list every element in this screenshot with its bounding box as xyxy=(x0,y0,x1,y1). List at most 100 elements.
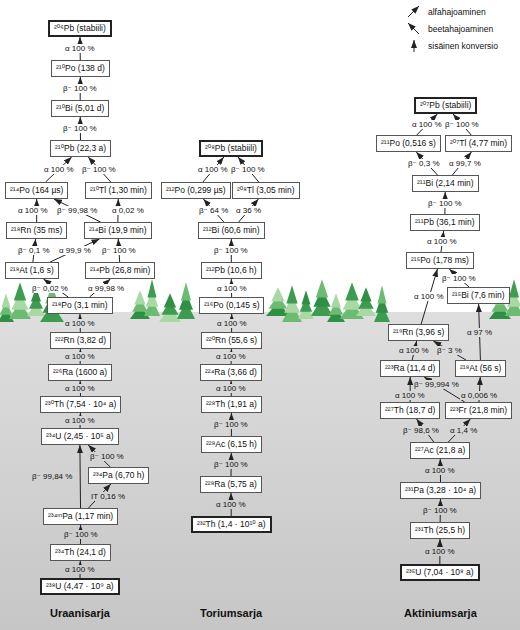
nuclide-label: ²³⁸U (4,47 · 10⁹ a) xyxy=(46,581,114,591)
tree xyxy=(181,282,191,300)
ground xyxy=(0,312,520,630)
alpha-legend-arrow xyxy=(408,6,419,17)
decay-arrow xyxy=(54,199,101,222)
nuclide-label: ²²⁰Rn (55,6 s) xyxy=(206,335,257,345)
decay-label: α 100 % xyxy=(215,352,247,361)
decay-label: α 100 % xyxy=(424,547,456,556)
nuclide-label: ²⁰⁸Tl (3,05 min) xyxy=(237,185,295,195)
nuclide-label: ²³⁵U (7,04 · 10⁸ a) xyxy=(406,567,474,577)
nuclide-label: ²¹⁵Po (1,78 ms) xyxy=(411,255,469,265)
nuclide-label: ²¹²Pb (10,6 h) xyxy=(206,265,257,275)
decay-label: α 100 % xyxy=(411,120,443,129)
nuclide-label: ²³⁴U (2,45 · 10⁵ a) xyxy=(46,431,114,441)
decay-label: α 100 % xyxy=(43,165,75,174)
nuclide-box: ²²⁴Ra (3,66 d) xyxy=(200,364,262,381)
nuclide-label: ²³¹Pa (3,28 · 10⁴ a) xyxy=(405,485,476,495)
decay-label: β⁻ 100 % xyxy=(63,530,99,539)
decay-label: β⁻ 100 % xyxy=(81,165,117,174)
decay-label: β⁻ 0,1 % xyxy=(17,246,51,255)
nuclide-label: ²²⁴Ra (3,66 d) xyxy=(205,367,257,377)
decay-label: α 100 % xyxy=(64,384,96,393)
nuclide-box: ²¹⁰Tl (1,30 min) xyxy=(85,182,152,199)
decay-label: β⁻ 99,84 % xyxy=(31,472,73,481)
tree xyxy=(271,287,284,301)
decay-label: α 100 % xyxy=(64,44,96,53)
nuclide-box: ²¹⁰Pb (22,3 a) xyxy=(50,140,111,157)
nuclide-label: ²⁰⁷Pb (stabiili) xyxy=(420,100,471,110)
tree xyxy=(2,293,11,307)
nuclide-box: ²¹¹Bi (2,14 min) xyxy=(412,175,479,192)
nuclide-box: ²¹¹Po (0,516 s) xyxy=(376,135,441,152)
tree xyxy=(345,282,358,300)
decay-label: α 100 % xyxy=(197,165,229,174)
decay-label: α 100 % xyxy=(216,319,248,328)
decay-label: β⁻ 100 % xyxy=(89,452,125,461)
beta-legend-arrow xyxy=(408,23,419,34)
nuclide-label: ²¹⁹Rn (3,96 s) xyxy=(393,327,444,337)
nuclide-label: ²¹⁰Pb (22,3 a) xyxy=(55,143,106,153)
nuclide-label: ²¹⁵Bi (7,6 min) xyxy=(452,290,505,300)
tree xyxy=(316,279,328,297)
decay-arrow xyxy=(433,341,466,360)
decay-label: β⁻ 0,02 % xyxy=(31,284,69,293)
nuclide-box: ²²⁸Ac (6,15 h) xyxy=(201,436,262,453)
tree xyxy=(164,293,176,307)
nuclide-box: ²¹⁴Bi (19,9 min) xyxy=(84,222,152,239)
nuclide-box: ²²⁸Ra (5,75 a) xyxy=(200,476,262,493)
nuclide-box: ²²⁸Th (1,91 a) xyxy=(201,396,262,413)
decay-label: β⁻ 100 % xyxy=(230,165,266,174)
nuclide-label: ²⁰⁶Pb (stabiili) xyxy=(54,23,106,33)
nuclide-box: ²³⁴U (2,45 · 10⁵ a) xyxy=(41,428,119,445)
series-title: Uraanisarja xyxy=(50,607,110,620)
nuclide-label: ²²⁷Th (18,7 d) xyxy=(385,405,435,415)
nuclide-box: ²²⁰Rn (55,6 s) xyxy=(201,332,262,349)
nuclide-box: ²¹⁸Po (3,1 min) xyxy=(47,297,113,314)
decay-arrow xyxy=(79,445,81,508)
nuclide-label: ²¹⁸Po (3,1 min) xyxy=(52,300,108,310)
nuclide-label: ²¹²Bi (60,6 min) xyxy=(203,225,260,235)
nuclide-label: ²²³Fr (21,8 min) xyxy=(450,405,507,415)
decay-label: α 100 % xyxy=(64,565,96,574)
nuclide-label: ²³⁴ᵐPa (1,17 min) xyxy=(48,511,113,521)
legend-text: beetahajoaminen xyxy=(428,24,493,35)
series-title: Aktiniumsarja xyxy=(404,607,477,620)
decay-label: β⁻ 0,3 % xyxy=(407,159,441,168)
decay-label: β⁻ 100 % xyxy=(213,246,249,255)
decay-label: α 99,9 % xyxy=(58,246,92,255)
nuclide-box: ²¹⁵Bi (7,6 min) xyxy=(447,287,510,304)
decay-arrow xyxy=(50,239,99,262)
it-legend-arrow xyxy=(414,40,415,52)
nuclide-box: ²¹⁴Po (164 µs) xyxy=(5,182,68,199)
tree xyxy=(378,285,387,303)
nuclide-label: ²³¹Th (25,5 h) xyxy=(415,525,465,535)
tree xyxy=(14,282,26,300)
nuclide-box: ²⁰⁶Pb (stabiili) xyxy=(48,20,112,37)
nuclide-box: ²³⁴Th (24,1 d) xyxy=(50,544,111,561)
decay-label: α 100 % xyxy=(424,466,456,475)
nuclide-box: ²¹⁵Po (1,78 ms) xyxy=(406,252,474,269)
nuclide-box: ²¹⁹Rn (3,96 s) xyxy=(388,324,449,341)
nuclide-box: ²⁰⁷Tl (4,77 min) xyxy=(445,135,512,152)
decay-label: α 100 % xyxy=(64,352,96,361)
decay-label: β⁻ 100 % xyxy=(422,506,458,515)
nuclide-label: ²²⁶Ra (1600 a) xyxy=(53,367,107,377)
decay-label: β⁻ 64 % xyxy=(198,206,229,215)
nuclide-box: ²¹⁸Rn (35 ms) xyxy=(6,222,67,239)
decay-label: α 100 % xyxy=(216,284,248,293)
nuclide-label: ²¹⁰Bi (5,01 d) xyxy=(56,103,104,113)
decay-label: β⁻ 99,994 % xyxy=(413,380,460,389)
nuclide-label: ²¹²Po (0,299 µs) xyxy=(166,185,226,195)
nuclide-label: ²²⁸Ra (5,75 a) xyxy=(205,479,257,489)
decay-label: α 97 % xyxy=(466,328,493,337)
nuclide-box: ²²⁶Ra (1600 a) xyxy=(48,364,112,381)
nuclide-label: ²¹⁸At (56 s) xyxy=(460,363,501,373)
tree xyxy=(302,290,311,304)
nuclide-box: ²¹⁰Bi (5,01 d) xyxy=(51,100,109,117)
nuclide-box: ²¹¹Pb (36,1 min) xyxy=(410,214,480,231)
nuclide-label: ²²⁸Th (1,91 a) xyxy=(206,399,257,409)
decay-label: α 36 % xyxy=(235,206,262,215)
nuclide-label: ²²⁸Ac (6,15 h) xyxy=(206,439,257,449)
nuclide-label: ²¹⁰Tl (1,30 min) xyxy=(90,185,147,195)
nuclide-box: ²¹⁴Pb (26,8 min) xyxy=(85,262,155,279)
